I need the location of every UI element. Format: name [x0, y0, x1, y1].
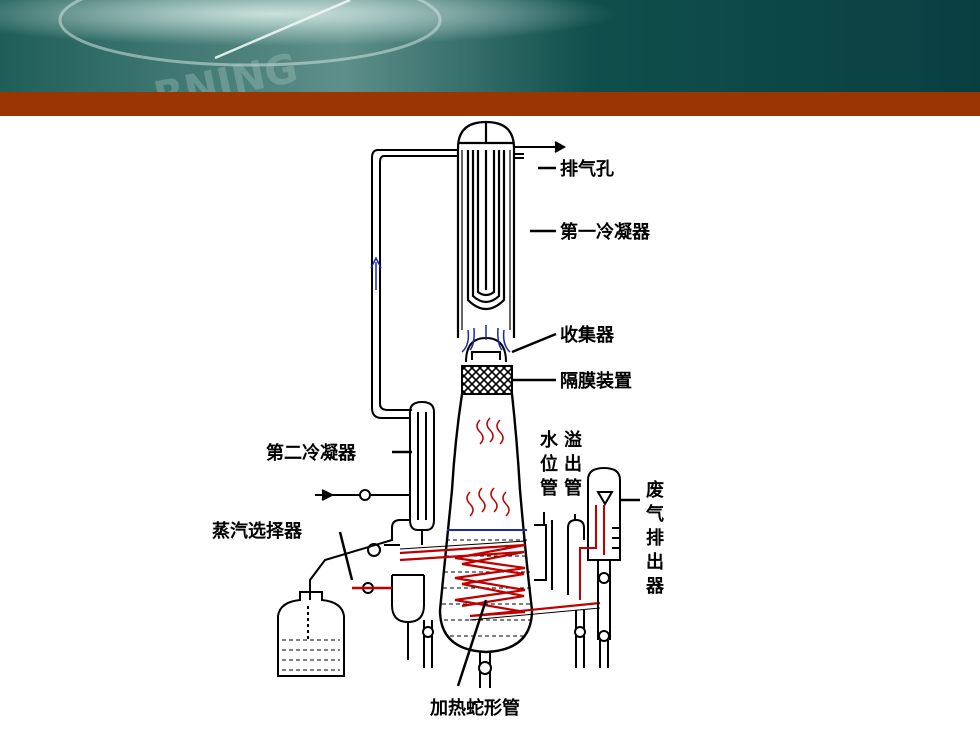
banner-glow	[0, 0, 980, 92]
water-level-tube-char: 管	[540, 477, 558, 499]
bottle-liquid	[282, 639, 340, 671]
diaphragm-device	[461, 365, 513, 395]
banner-stripe	[0, 92, 980, 116]
return-line	[371, 149, 458, 419]
leader-lines	[338, 166, 640, 687]
overflow-tube-char: 管	[564, 477, 582, 499]
label-diaphragm-device: 隔膜装置	[560, 370, 632, 392]
upflow-arrow	[370, 256, 382, 290]
coil-outline	[399, 540, 601, 621]
waste-gas-exhaust-char: 器	[645, 576, 665, 597]
waste-gas-exhaust-device	[587, 466, 621, 640]
label-exhaust-hole: 排气孔	[560, 158, 614, 180]
label-overflow-tube: 溢 出 管	[564, 429, 582, 499]
water-level-tube	[534, 512, 553, 590]
collector	[465, 336, 507, 363]
exhaust-outlet	[514, 141, 567, 159]
label-water-level-tube: 水 位 管	[540, 429, 559, 499]
waste-gas-exhaust-char: 废	[646, 479, 664, 501]
coolant-inlet	[315, 489, 410, 501]
steam-selector	[352, 543, 425, 660]
water-level-tube-char: 水	[540, 429, 559, 451]
drain-pipes	[422, 610, 610, 688]
heating-coil	[399, 543, 601, 618]
boiler-body	[438, 393, 534, 654]
waste-gas-heat-line	[579, 505, 605, 600]
overflow-tube	[567, 514, 585, 595]
label-heating-coil: 加热蛇形管	[429, 697, 520, 719]
label-collector: 收集器	[560, 324, 615, 346]
overflow-tube-char: 溢	[564, 429, 582, 451]
waste-gas-exhaust-char: 气	[645, 503, 664, 525]
label-waste-gas-exhaust: 废 气 排 出 器	[645, 479, 665, 597]
first-condenser	[456, 120, 516, 338]
water-level-tube-char: 位	[540, 453, 558, 475]
banner-swirl	[58, 0, 442, 67]
header-banner: RNING	[0, 0, 980, 116]
waste-gas-exhaust-char: 出	[646, 551, 664, 573]
overflow-tube-char: 出	[564, 453, 582, 475]
banner-needle	[214, 0, 351, 60]
vapor-flow-lines	[461, 325, 511, 353]
second-condenser	[409, 400, 435, 545]
label-second-condenser: 第二冷凝器	[266, 442, 357, 464]
heat-waves	[466, 417, 510, 517]
collection-bottle	[277, 591, 345, 677]
label-first-condenser: 第一冷凝器	[560, 221, 651, 243]
label-steam-selector: 蒸汽选择器	[212, 520, 303, 542]
waste-gas-exhaust-char: 排	[646, 527, 664, 549]
condensate-line	[309, 519, 410, 600]
